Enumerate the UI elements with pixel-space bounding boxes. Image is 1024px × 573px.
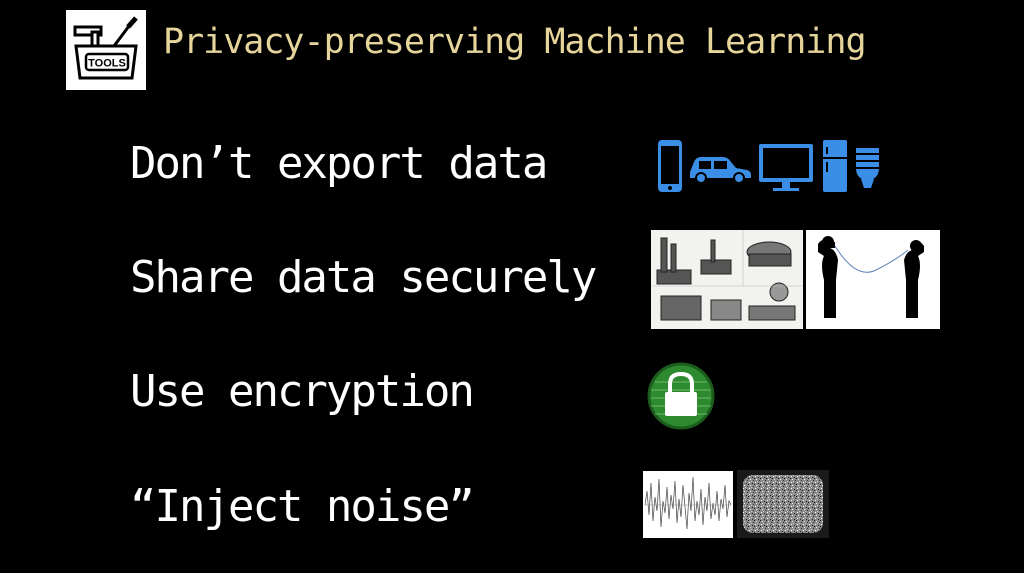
logo-text: TOOLS (88, 58, 126, 70)
device-icons (657, 138, 887, 194)
item-inject-noise: “Inject noise” (130, 481, 475, 532)
smartphone-icon (658, 140, 682, 192)
item-use-encryption: Use encryption (130, 366, 475, 417)
car-icon (690, 157, 751, 184)
telegraph-machines-image (651, 230, 803, 329)
lightbulb-icon (856, 148, 879, 188)
toolbox-icon: TOOLS (73, 16, 138, 80)
item-dont-export-data: Don’t export data (130, 138, 548, 189)
noise-waveform-image (643, 471, 733, 538)
padlock-icon (645, 362, 717, 430)
item-share-data-securely: Share data securely (130, 252, 597, 303)
monitor-icon (759, 144, 813, 191)
page-title: Privacy-preserving Machine Learning (163, 22, 867, 62)
tin-can-phone-image (806, 230, 940, 329)
refrigerator-icon (823, 140, 847, 192)
tv-static-image (737, 470, 829, 538)
toolbox-logo: TOOLS (66, 10, 146, 90)
